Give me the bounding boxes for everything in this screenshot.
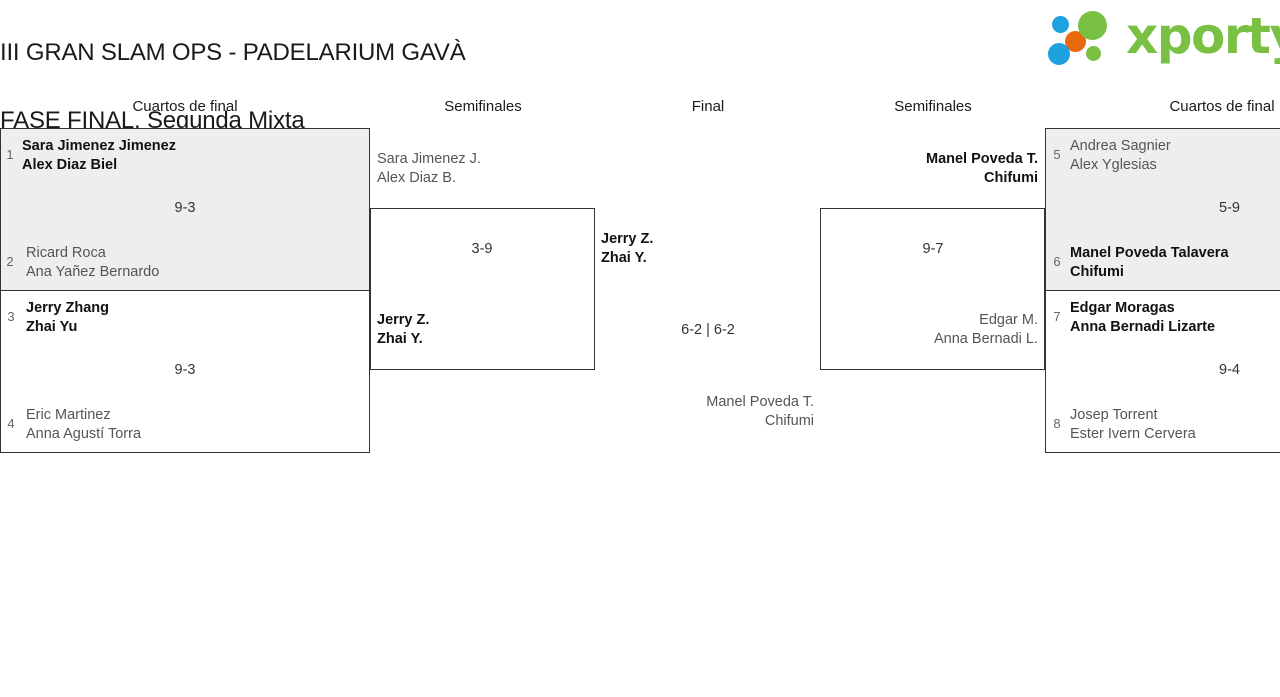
column-header-qf-right: Cuartos de final bbox=[1169, 98, 1275, 115]
column-header-sf-left: Semifinales bbox=[444, 98, 522, 115]
team-qf-left-2-bottom: Eric Martinez Anna Agustí Torra bbox=[26, 407, 142, 442]
page-title-line1: III GRAN SLAM OPS - PADELARIUM GAVÀ bbox=[0, 39, 466, 66]
team-qf-left-2-top: Jerry Zhang Zhai Yu bbox=[26, 300, 109, 335]
match-box-qf-right-1[interactable] bbox=[1045, 128, 1280, 291]
match-box-qf-left-1[interactable] bbox=[0, 128, 370, 291]
logo-dots-icon bbox=[1048, 8, 1122, 66]
match-box-sf-left[interactable] bbox=[370, 208, 595, 370]
match-box-sf-right[interactable] bbox=[820, 208, 1045, 370]
logo-wordmark: xporty bbox=[1126, 7, 1280, 65]
seed-number: 7 bbox=[1053, 309, 1061, 324]
seed-number: 5 bbox=[1053, 147, 1061, 162]
column-header-final: Final bbox=[691, 98, 725, 115]
score-qf-left-1: 9-3 bbox=[174, 200, 196, 216]
team-qf-right-2-top: Edgar Moragas Anna Bernadi Lizarte bbox=[1070, 300, 1216, 335]
team-qf-left-1-top: Sara Jimenez Jimenez Alex Diaz Biel bbox=[22, 138, 176, 173]
seed-number: 1 bbox=[6, 147, 14, 162]
xporty-logo[interactable]: xporty bbox=[1048, 6, 1280, 68]
team-qf-left-1-bottom: Ricard Roca Ana Yañez Bernardo bbox=[26, 245, 160, 280]
column-header-sf-right: Semifinales bbox=[894, 98, 972, 115]
team-qf-right-2-bottom: Josep Torrent Ester Ivern Cervera bbox=[1070, 407, 1196, 442]
seed-number: 4 bbox=[7, 416, 15, 431]
team-sf-left-top: Sara Jimenez J. Alex Diaz B. bbox=[377, 151, 481, 186]
column-header-qf-left: Cuartos de final bbox=[132, 98, 238, 115]
team-qf-right-1-bottom: Manel Poveda Talavera Chifumi bbox=[1070, 245, 1229, 280]
team-sf-right-top: Manel Poveda T. Chifumi bbox=[925, 151, 1038, 186]
score-sf-right: 9-7 bbox=[922, 241, 944, 257]
score-sf-left: 3-9 bbox=[471, 241, 493, 257]
match-box-qf-left-2[interactable] bbox=[0, 290, 370, 453]
score-qf-right-2: 9-4 bbox=[1219, 362, 1240, 378]
team-final-bottom: Manel Poveda T. Chifumi bbox=[706, 394, 814, 429]
score-qf-right-1: 5-9 bbox=[1219, 200, 1240, 216]
score-final: 6-2 | 6-2 bbox=[681, 322, 735, 338]
match-box-qf-right-2[interactable] bbox=[1045, 290, 1280, 453]
seed-number: 2 bbox=[6, 254, 14, 269]
seed-number: 3 bbox=[7, 309, 15, 324]
team-sf-right-bottom: Edgar M. Anna Bernadi L. bbox=[934, 312, 1038, 347]
team-sf-left-bottom: Jerry Z. Zhai Y. bbox=[377, 312, 430, 347]
seed-number: 6 bbox=[1053, 254, 1061, 269]
team-qf-right-1-top: Andrea Sagnier Alex Yglesias bbox=[1070, 138, 1171, 173]
seed-number: 8 bbox=[1053, 416, 1061, 431]
team-final-top: Jerry Z. Zhai Y. bbox=[601, 231, 654, 266]
score-qf-left-2: 9-3 bbox=[174, 362, 196, 378]
